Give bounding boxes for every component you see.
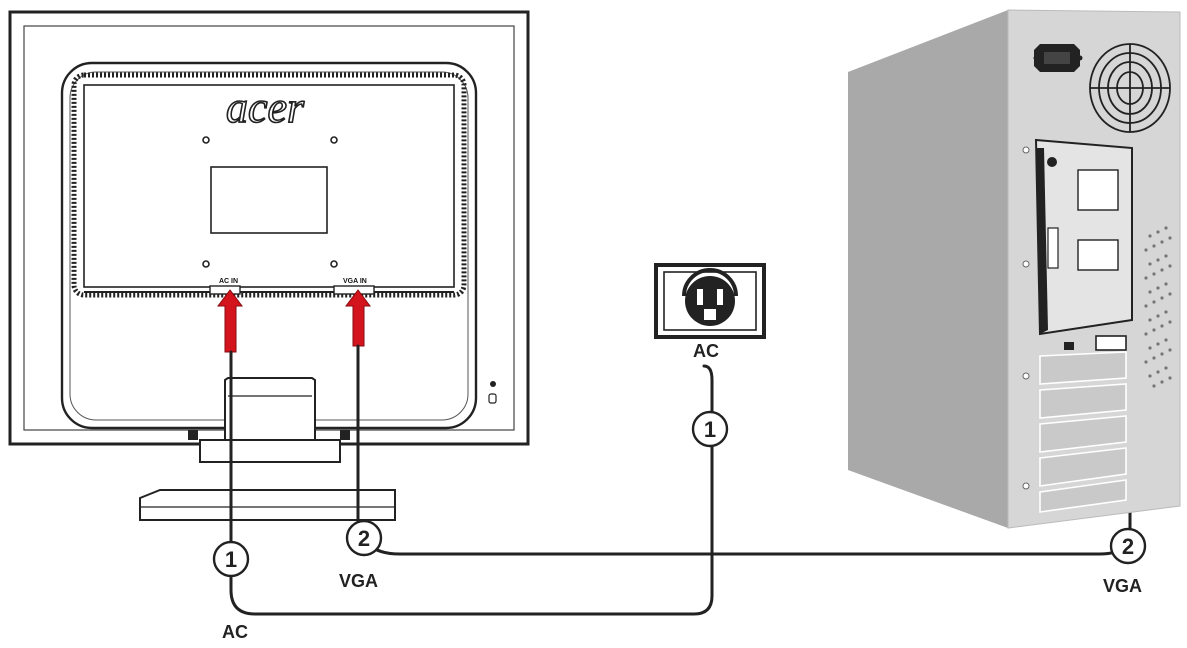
- callout-vga-monitor: 2: [345, 519, 383, 557]
- label-ac-monitor: AC: [222, 622, 248, 642]
- label-plate: [210, 166, 328, 234]
- port-label-vga-in: VGA IN: [343, 278, 367, 285]
- label-vga-monitor: VGA: [339, 571, 378, 591]
- vent-holes: [1144, 226, 1172, 388]
- callout-ac-monitor-number: 1: [225, 547, 237, 572]
- pc-vga-port: [1064, 335, 1127, 351]
- fan-grille-icon: [1089, 43, 1171, 133]
- monitor-rear: acer AC IN VGA IN: [8, 10, 530, 446]
- monitor-stand: [139, 377, 396, 521]
- callout-vga-monitor-number: 2: [358, 526, 370, 551]
- outlet-label: AC: [693, 341, 719, 361]
- vesa-screws: [202, 136, 338, 268]
- power-socket-icon: [1033, 44, 1083, 72]
- pc-tower: [848, 9, 1181, 529]
- io-panel: [1034, 138, 1133, 336]
- wall-outlet: AC: [654, 263, 766, 361]
- callout-ac-outlet-number: 1: [704, 417, 716, 442]
- ac-cable: [229, 350, 714, 616]
- callout-vga-pc-number: 2: [1122, 534, 1134, 559]
- callout-ac-outlet: 1: [691, 410, 729, 448]
- brand-logo: acer: [226, 83, 305, 132]
- expansion-slots: [1039, 351, 1127, 513]
- callout-vga-pc: 2: [1109, 527, 1147, 565]
- port-label-ac-in: AC IN: [219, 278, 238, 285]
- kensington-lock-icon: [488, 381, 497, 404]
- label-vga-pc: VGA: [1103, 576, 1142, 596]
- callout-ac-monitor: 1: [212, 540, 250, 578]
